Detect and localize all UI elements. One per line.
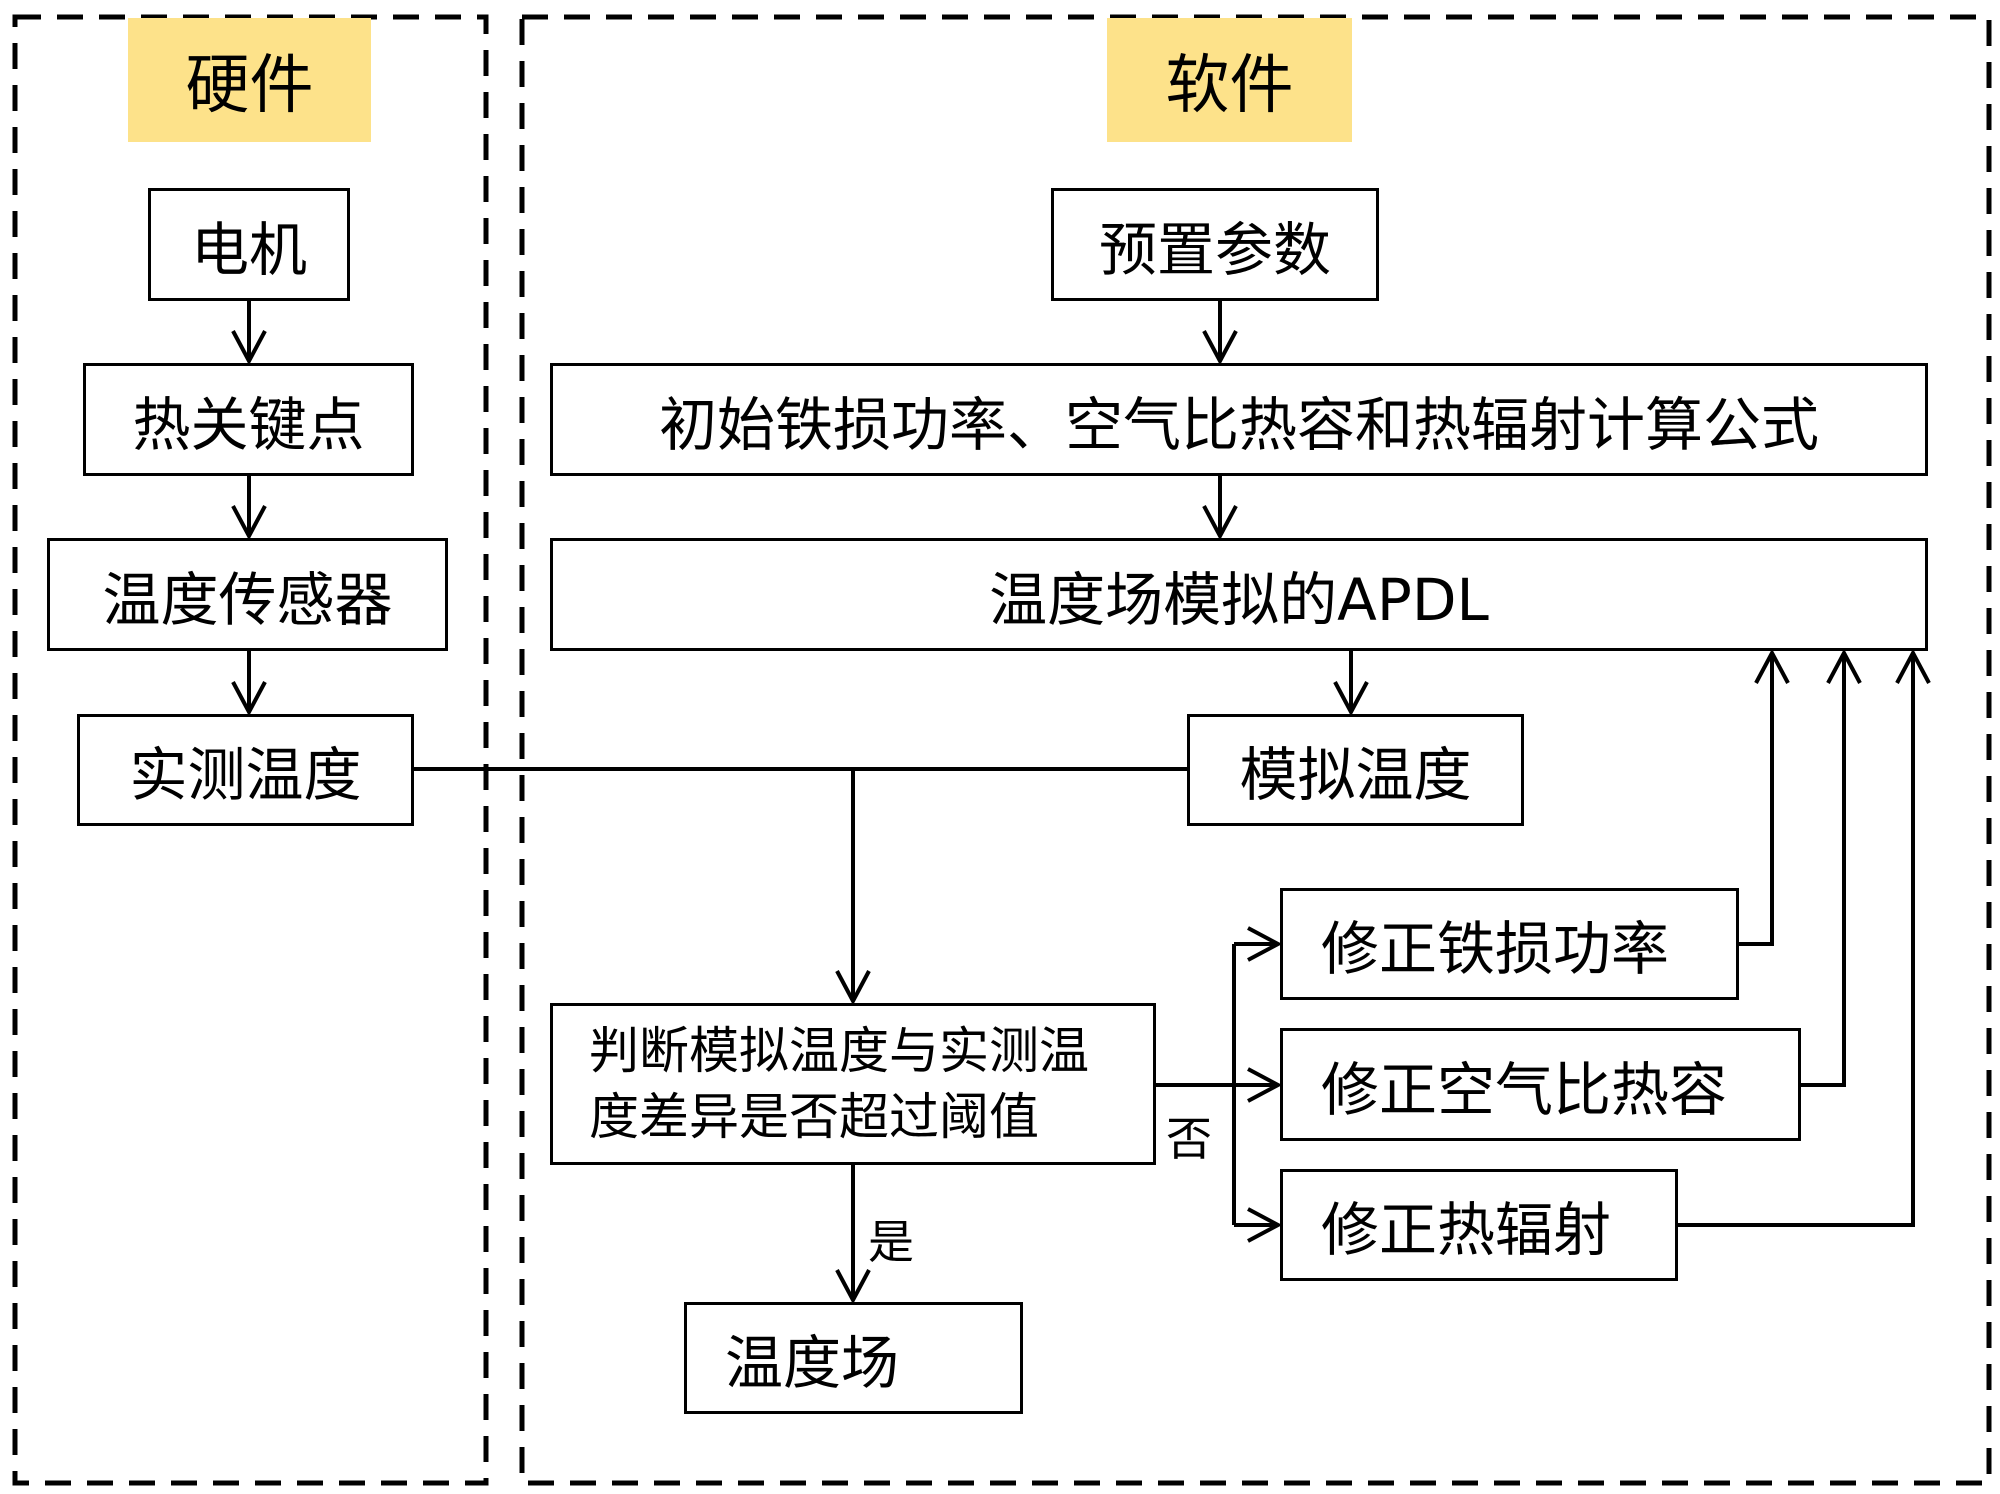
node-simulated-temp: 模拟温度 — [1187, 714, 1524, 826]
hardware-label: 硬件 — [128, 18, 371, 142]
node-measured-temp: 实测温度 — [77, 714, 414, 826]
node-thermal-points: 热关键点 — [83, 363, 414, 476]
arrow-fix-air-to-apdl — [1801, 653, 1844, 1087]
software-label: 软件 — [1107, 18, 1352, 142]
node-apdl: 温度场模拟的APDL — [550, 538, 1928, 651]
software-region-border — [519, 14, 1992, 1486]
node-temp-field: 温度场 — [684, 1302, 1023, 1414]
arrow-fix-iron-to-apdl — [1739, 653, 1772, 946]
arrow-fix-rad-to-apdl — [1678, 653, 1913, 1227]
node-motor: 电机 — [148, 188, 350, 301]
node-fix-radiation: 修正热辐射 — [1280, 1169, 1678, 1281]
edge-label-yes: 是 — [868, 1215, 914, 1269]
node-temp-sensor: 温度传感器 — [47, 538, 448, 651]
node-preset-params: 预置参数 — [1051, 188, 1379, 301]
node-formulas: 初始铁损功率、空气比热容和热辐射计算公式 — [550, 363, 1928, 476]
hardware-region-border — [12, 14, 489, 1486]
edge-label-no: 否 — [1166, 1112, 1212, 1166]
node-fix-iron-loss: 修正铁损功率 — [1280, 888, 1739, 1000]
node-fix-air-heat: 修正空气比热容 — [1280, 1028, 1801, 1141]
node-judge: 判断模拟温度与实测温度差异是否超过阈值 — [550, 1003, 1156, 1165]
